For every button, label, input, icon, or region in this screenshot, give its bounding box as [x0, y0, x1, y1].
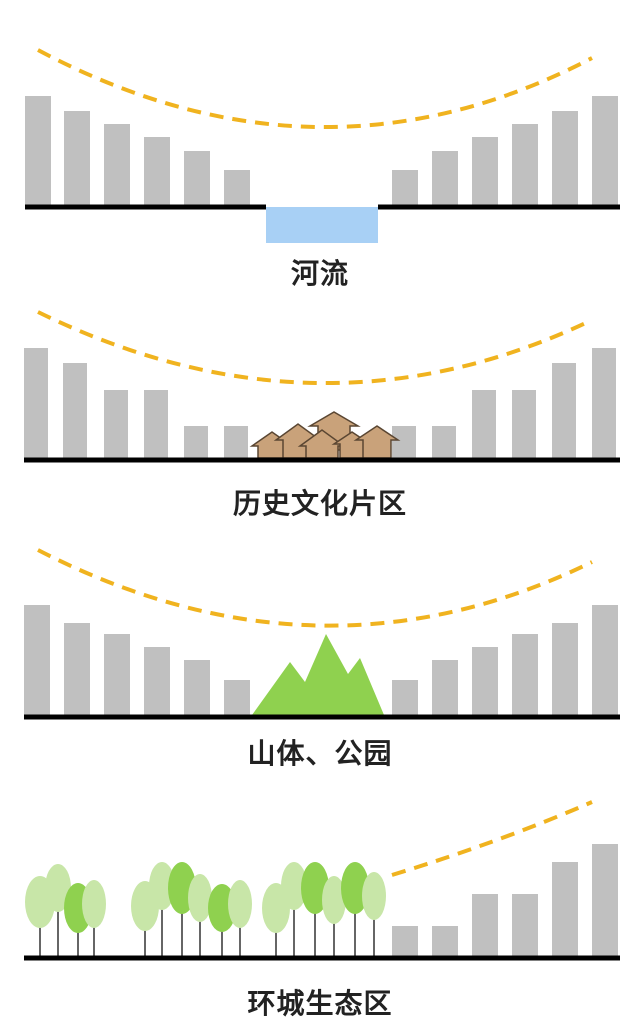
- tree-crown: [281, 862, 307, 910]
- tree-crown: [149, 862, 175, 910]
- building: [512, 634, 538, 715]
- water-icon: [266, 207, 378, 243]
- skyline-curve: [37, 548, 593, 628]
- building: [24, 348, 48, 458]
- buildings-left: [25, 96, 250, 206]
- building: [552, 363, 576, 458]
- building: [392, 170, 418, 206]
- building: [552, 862, 578, 956]
- building: [104, 124, 130, 206]
- ring-ecological-zone-diagram: [24, 800, 620, 961]
- trees-icon: [25, 862, 386, 956]
- ring-ecological-zone-label: 环城生态区: [247, 987, 393, 1020]
- building: [63, 363, 87, 458]
- building: [392, 426, 416, 458]
- tree-crown: [45, 864, 71, 912]
- building: [392, 926, 418, 956]
- panel-river: 河流: [0, 0, 640, 300]
- tree-crown: [228, 880, 252, 928]
- house: [353, 425, 401, 459]
- skyline-curve: [37, 310, 593, 386]
- building: [224, 426, 248, 458]
- building: [224, 170, 250, 206]
- buildings-right: [392, 605, 618, 715]
- buildings-left: [24, 605, 250, 715]
- river-diagram: [25, 48, 620, 243]
- panel-mountain-park: 山体、公园: [0, 530, 640, 780]
- buildings-left: [24, 348, 248, 458]
- mountain-icon: [252, 634, 384, 715]
- buildings-right: [392, 96, 618, 206]
- building: [472, 390, 496, 458]
- building: [592, 348, 616, 458]
- historic-district-diagram: [24, 310, 620, 463]
- building: [472, 894, 498, 956]
- house: [297, 429, 347, 459]
- mountain-park-diagram: [24, 548, 620, 720]
- tree-crown: [341, 862, 369, 914]
- building: [25, 96, 51, 206]
- panel-ring-ecological-zone: 环城生态区: [0, 780, 640, 1028]
- building: [64, 623, 90, 715]
- building: [592, 605, 618, 715]
- building: [184, 660, 210, 715]
- building: [512, 894, 538, 956]
- building: [512, 124, 538, 206]
- building: [432, 926, 458, 956]
- tree-crown: [362, 872, 386, 920]
- building: [552, 111, 578, 206]
- mountain-park-label: 山体、公园: [247, 737, 393, 770]
- tree-crown: [301, 862, 329, 914]
- skyline-curve: [391, 800, 593, 877]
- building: [592, 844, 618, 956]
- river-label: 河流: [290, 257, 349, 290]
- building: [432, 151, 458, 206]
- building: [552, 623, 578, 715]
- building: [472, 137, 498, 206]
- building: [224, 680, 250, 715]
- skyline-curve: [37, 48, 593, 130]
- building: [144, 137, 170, 206]
- panel-historic-district: 历史文化片区: [0, 300, 640, 530]
- building: [472, 647, 498, 715]
- building: [432, 426, 456, 458]
- building: [512, 390, 536, 458]
- building: [24, 605, 50, 715]
- building: [104, 634, 130, 715]
- tree-crown: [322, 876, 346, 924]
- building: [144, 647, 170, 715]
- historic-district-label: 历史文化片区: [232, 487, 407, 520]
- building: [64, 111, 90, 206]
- building: [104, 390, 128, 458]
- buildings-right: [392, 844, 618, 956]
- building: [392, 680, 418, 715]
- building: [592, 96, 618, 206]
- building: [184, 151, 210, 206]
- building: [184, 426, 208, 458]
- tree-crown: [82, 880, 106, 928]
- building: [144, 390, 168, 458]
- buildings-right: [392, 348, 616, 458]
- building: [432, 660, 458, 715]
- houses-icon: [249, 411, 401, 459]
- tree-crown: [188, 874, 212, 922]
